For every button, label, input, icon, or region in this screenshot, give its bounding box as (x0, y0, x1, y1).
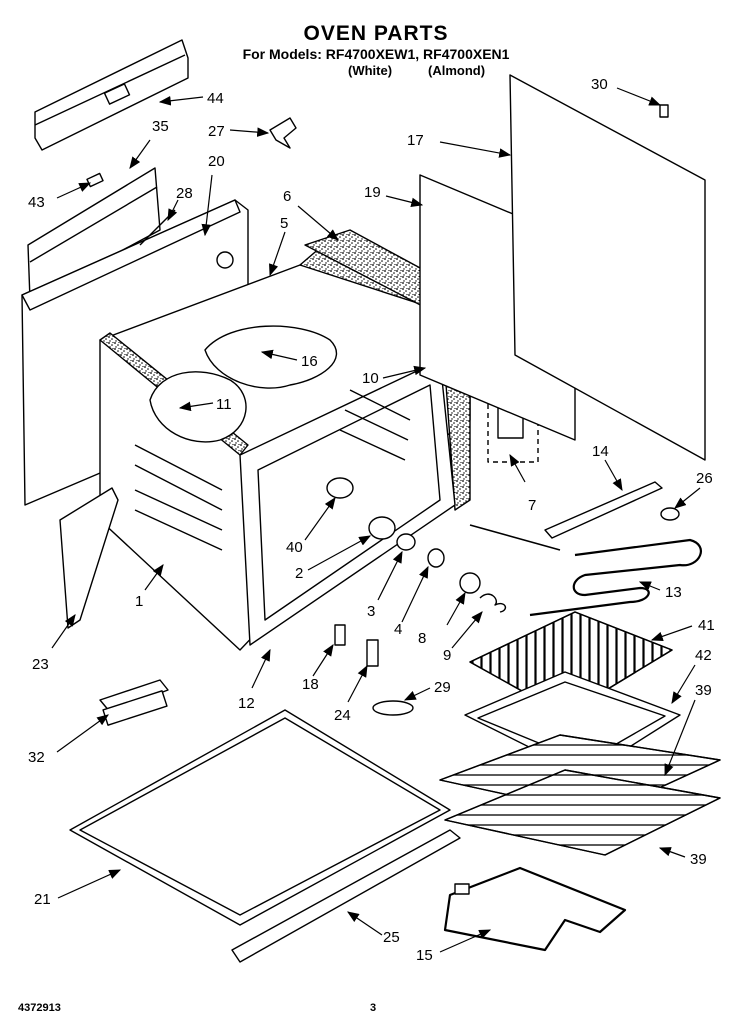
callout-27: 27 (208, 123, 225, 140)
variant-almond: (Almond) (428, 63, 486, 78)
callout-28: 28 (176, 185, 193, 202)
callout-14: 14 (592, 443, 609, 460)
models-line: For Models: RF4700XEW1, RF4700XEN1 (242, 46, 510, 62)
callout-23: 23 (32, 656, 49, 673)
callout-39-top: 39 (695, 682, 712, 699)
callout-24: 24 (334, 707, 351, 724)
callout-12: 12 (238, 695, 255, 712)
callout-13: 13 (665, 584, 682, 601)
callout-21: 21 (34, 891, 51, 908)
callout-11: 11 (216, 396, 232, 413)
callout-18: 18 (302, 676, 319, 693)
callout-2: 2 (295, 565, 303, 582)
callout-4: 4 (394, 621, 402, 638)
callout-44: 44 (207, 90, 224, 107)
callout-32: 32 (28, 749, 45, 766)
part-drawings (21, 39, 721, 963)
callout-3: 3 (367, 603, 375, 620)
callout-8: 8 (418, 630, 426, 647)
callout-41: 41 (698, 617, 715, 634)
callout-39-bottom: 39 (690, 851, 707, 868)
callout-16: 16 (301, 353, 318, 370)
variant-white: (White) (348, 63, 393, 78)
callout-17: 17 (407, 132, 424, 149)
callout-1: 1 (135, 593, 143, 610)
callout-35: 35 (152, 118, 169, 135)
callout-labels: 44 35 27 43 20 28 6 5 30 17 19 16 11 10 … (28, 76, 715, 964)
leader-lines (51, 87, 701, 953)
page-title: OVEN PARTS (303, 22, 449, 45)
callout-20: 20 (208, 153, 225, 170)
callout-30: 30 (591, 76, 608, 93)
callout-6: 6 (283, 188, 291, 205)
callout-9: 9 (443, 647, 451, 664)
callout-43: 43 (28, 194, 45, 211)
callout-7: 7 (528, 497, 536, 514)
callout-29: 29 (434, 679, 451, 696)
callout-19: 19 (364, 184, 381, 201)
callout-25: 25 (383, 929, 400, 946)
callout-26: 26 (696, 470, 713, 487)
callout-42: 42 (695, 647, 712, 664)
callout-15: 15 (416, 947, 433, 964)
callout-10: 10 (362, 370, 379, 387)
document-number: 4372913 (18, 1002, 61, 1014)
callout-40: 40 (286, 539, 303, 556)
callout-5: 5 (280, 215, 288, 232)
page-number: 3 (370, 1002, 377, 1014)
